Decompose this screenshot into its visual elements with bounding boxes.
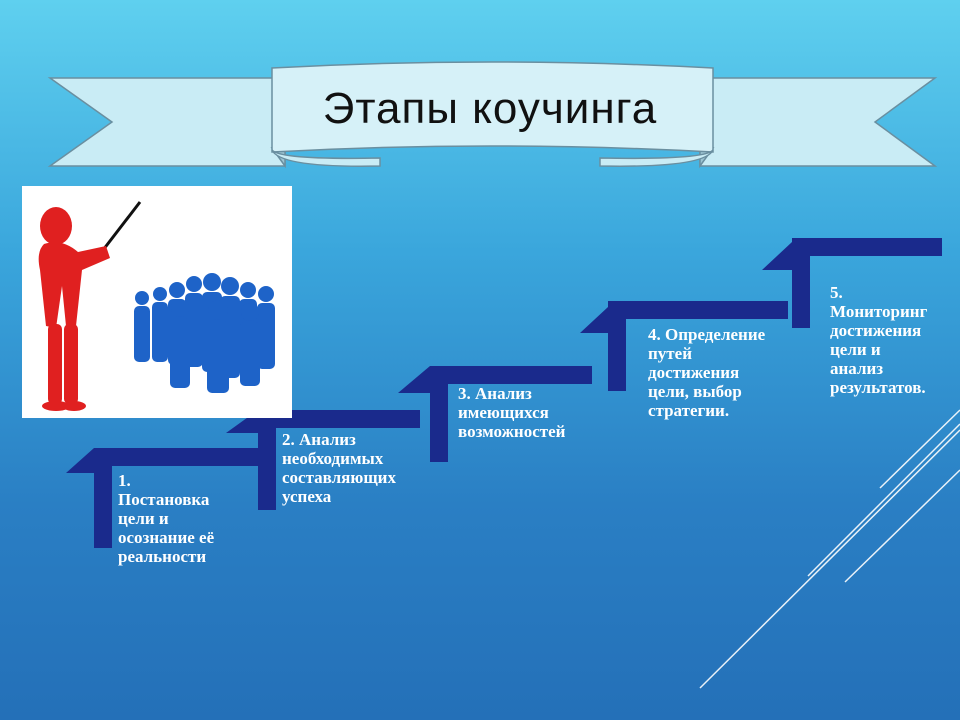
decorative-lines	[699, 409, 960, 689]
audience-figures	[134, 273, 275, 393]
step-4-label: 4. Определение путей достижения цели, вы…	[648, 325, 766, 420]
staircase	[66, 238, 942, 548]
step-5-label: 5. Мониторинг достижения цели и анализ р…	[830, 283, 928, 397]
step-2-label: 2. Анализ необходимых составляющих успех…	[282, 430, 396, 506]
step-3-label: 3. Анализ имеющихся возможностей	[458, 384, 566, 441]
teacher-with-group-icon	[22, 186, 292, 418]
title-ribbon	[47, 61, 938, 169]
step-1-label: 1. Постановка цели и осознание её реальн…	[118, 471, 215, 566]
page-title: Этапы коучинга	[322, 84, 658, 133]
